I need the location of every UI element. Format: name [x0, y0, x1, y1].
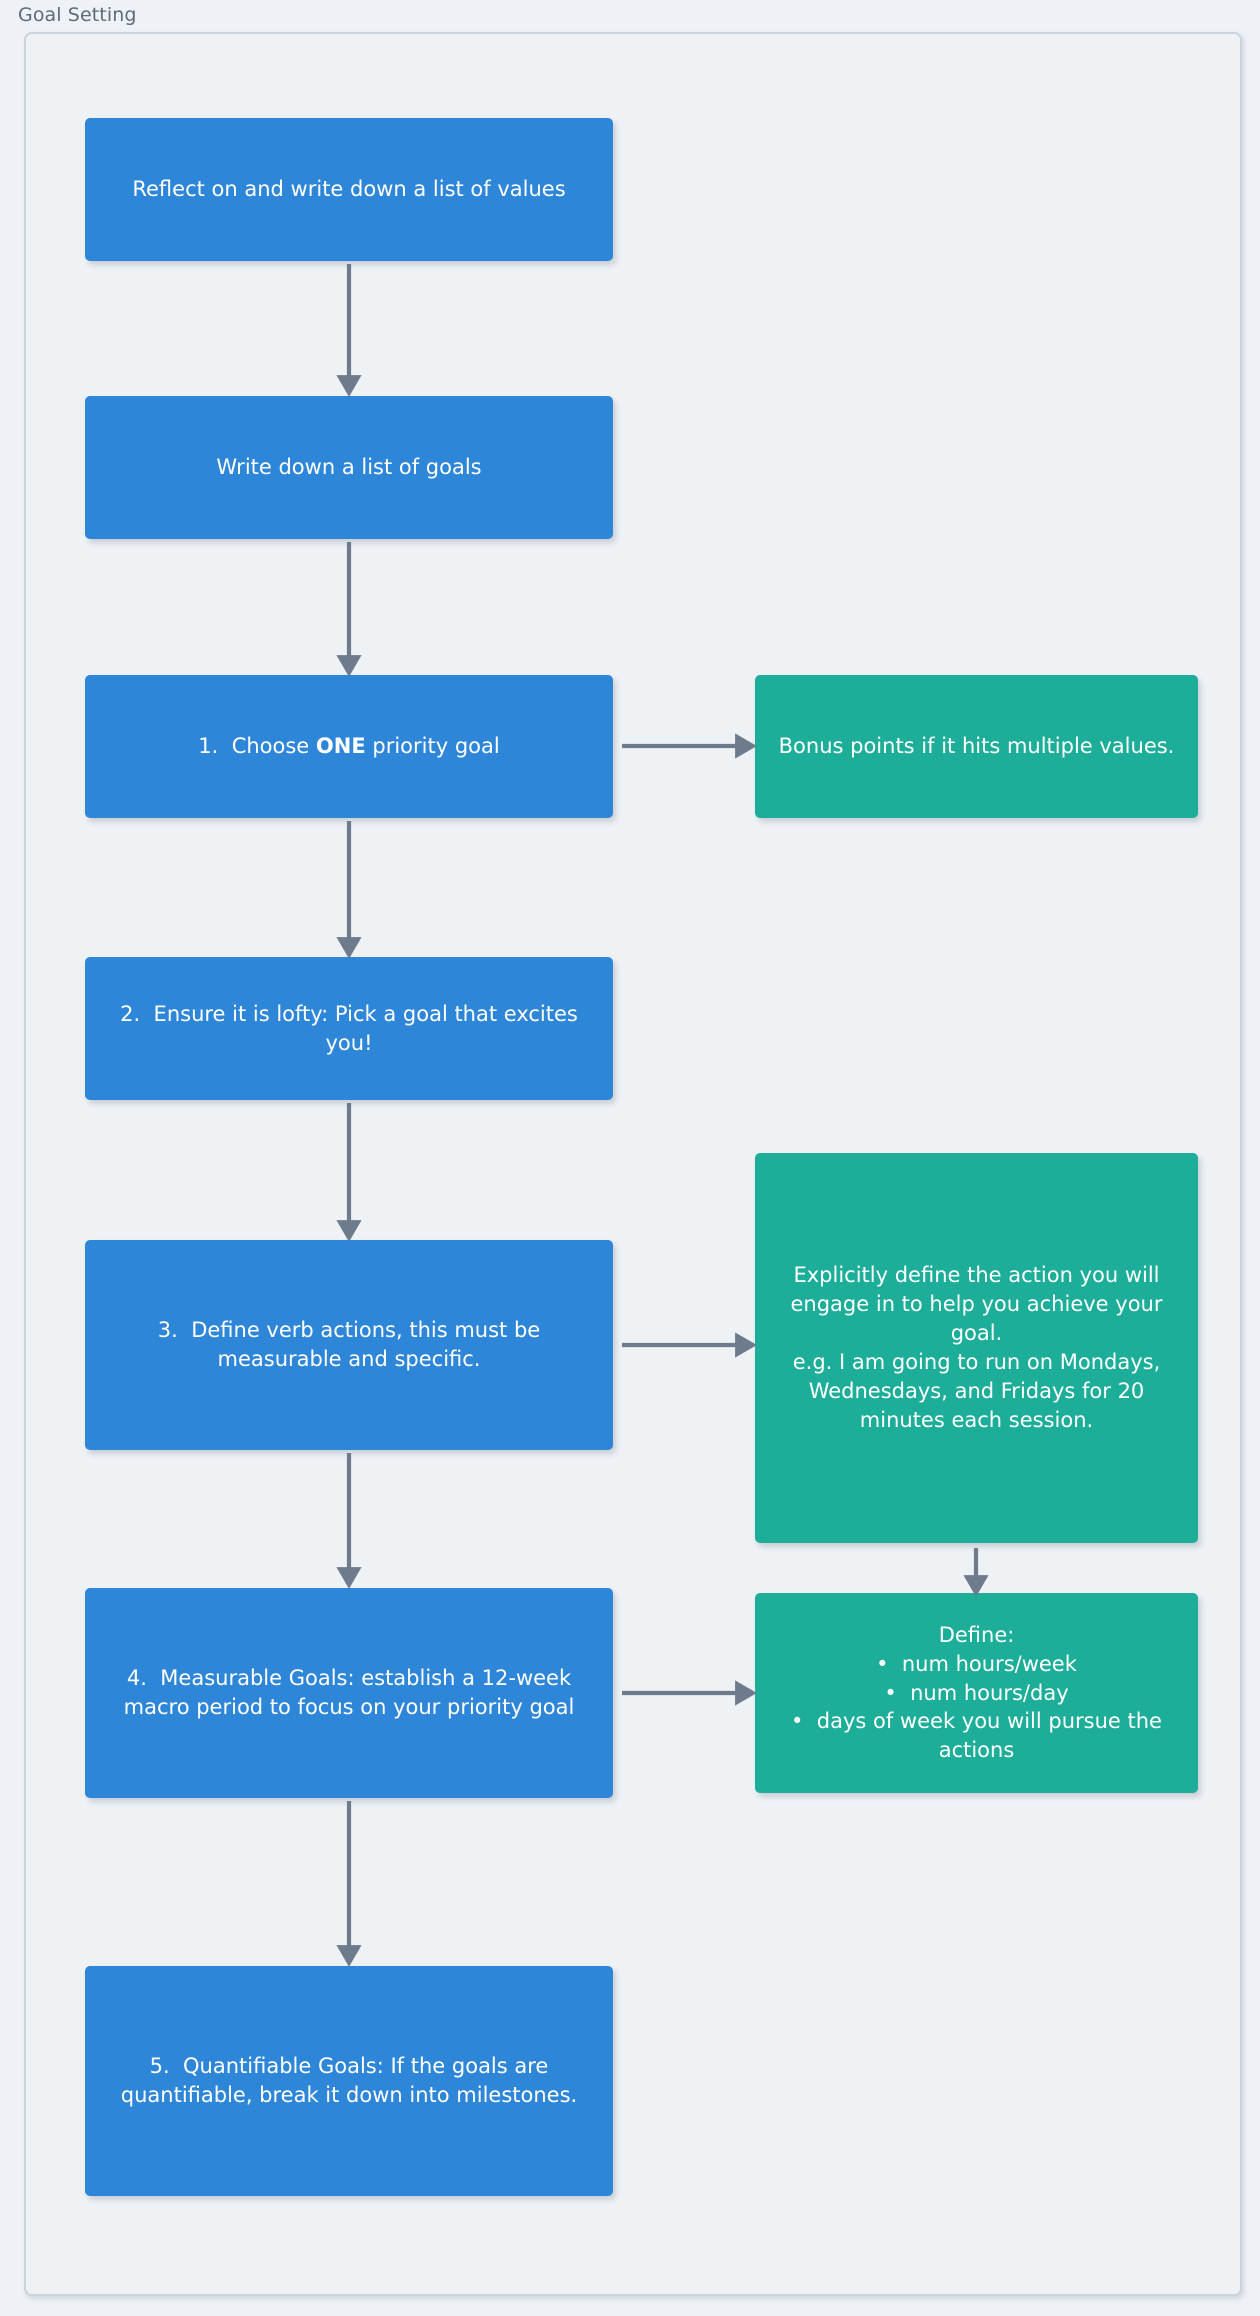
node-bonus-points-note[interactable]: Bonus points if it hits multiple values.	[755, 675, 1198, 818]
node-reflect-values-label: Reflect on and write down a list of valu…	[132, 177, 566, 202]
node-step1-text-after: priority goal	[365, 734, 500, 759]
node-define-metrics-heading: Define:	[938, 1622, 1015, 1647]
node-step3-label: Define verb actions, this must be measur…	[191, 1318, 541, 1371]
node-reflect-values[interactable]: Reflect on and write down a list of valu…	[85, 118, 613, 261]
node-step1-text: 1. Choose ONE priority goal	[99, 732, 599, 761]
cluster-title: Goal Setting	[18, 4, 137, 26]
node-define-metrics-note[interactable]: Define: • num hours/week • num hours/day…	[755, 1593, 1198, 1793]
node-define-metrics-bullet-1: • num hours/week	[769, 1650, 1184, 1679]
node-step5-label: Quantifiable Goals: If the goals are qua…	[120, 2054, 578, 2107]
node-step1-text-before: Choose	[231, 734, 316, 759]
node-step1-number: 1.	[198, 734, 219, 759]
node-define-metrics-bullet-2-label: num hours/day	[910, 1680, 1069, 1705]
node-step1-choose-one[interactable]: 1. Choose ONE priority goal	[85, 675, 613, 818]
bullet-icon: •	[884, 1680, 897, 1705]
node-define-metrics-bullet-2: • num hours/day	[769, 1679, 1184, 1708]
node-explicit-action-text: Explicitly define the action you will en…	[769, 1261, 1184, 1435]
node-step4-measurable-goals[interactable]: 4. Measurable Goals: establish a 12-week…	[85, 1588, 613, 1798]
node-explicit-action-line1: Explicitly define the action you will en…	[790, 1263, 1163, 1346]
node-define-metrics-bullet-3-label: days of week you will pursue the actions	[816, 1709, 1162, 1763]
node-step4-number: 4.	[126, 1666, 147, 1691]
bullet-icon: •	[791, 1709, 804, 1734]
node-write-goals-label: Write down a list of goals	[216, 455, 482, 480]
node-bonus-points-label: Bonus points if it hits multiple values.	[778, 734, 1175, 759]
node-step4-label: Measurable Goals: establish a 12-week ma…	[123, 1666, 575, 1719]
node-explicit-action-line2: e.g. I am going to run on Mondays, Wedne…	[792, 1350, 1161, 1432]
node-step4-text: 4. Measurable Goals: establish a 12-week…	[99, 1664, 599, 1722]
node-define-metrics-text: Define: • num hours/week • num hours/day…	[769, 1621, 1184, 1766]
node-step2-label: Ensure it is lofty: Pick a goal that exc…	[153, 1001, 578, 1055]
node-step3-verb-actions[interactable]: 3. Define verb actions, this must be mea…	[85, 1240, 613, 1450]
node-write-goals[interactable]: Write down a list of goals	[85, 396, 613, 539]
node-define-metrics-bullet-1-label: num hours/week	[901, 1651, 1077, 1676]
node-step2-lofty[interactable]: 2. Ensure it is lofty: Pick a goal that …	[85, 957, 613, 1100]
node-step5-text: 5. Quantifiable Goals: If the goals are …	[99, 2052, 599, 2110]
node-step3-text: 3. Define verb actions, this must be mea…	[99, 1316, 599, 1374]
node-step3-number: 3.	[157, 1318, 178, 1343]
node-step5-quantifiable-goals[interactable]: 5. Quantifiable Goals: If the goals are …	[85, 1966, 613, 2196]
node-define-metrics-bullet-3: • days of week you will pursue the actio…	[769, 1707, 1184, 1765]
node-explicit-action-note[interactable]: Explicitly define the action you will en…	[755, 1153, 1198, 1543]
node-step2-number: 2.	[120, 1001, 141, 1026]
node-step5-number: 5.	[149, 2054, 170, 2079]
node-step1-emphasis: ONE	[315, 734, 366, 759]
bullet-icon: •	[876, 1651, 889, 1676]
node-step2-text: 2. Ensure it is lofty: Pick a goal that …	[99, 1000, 599, 1058]
